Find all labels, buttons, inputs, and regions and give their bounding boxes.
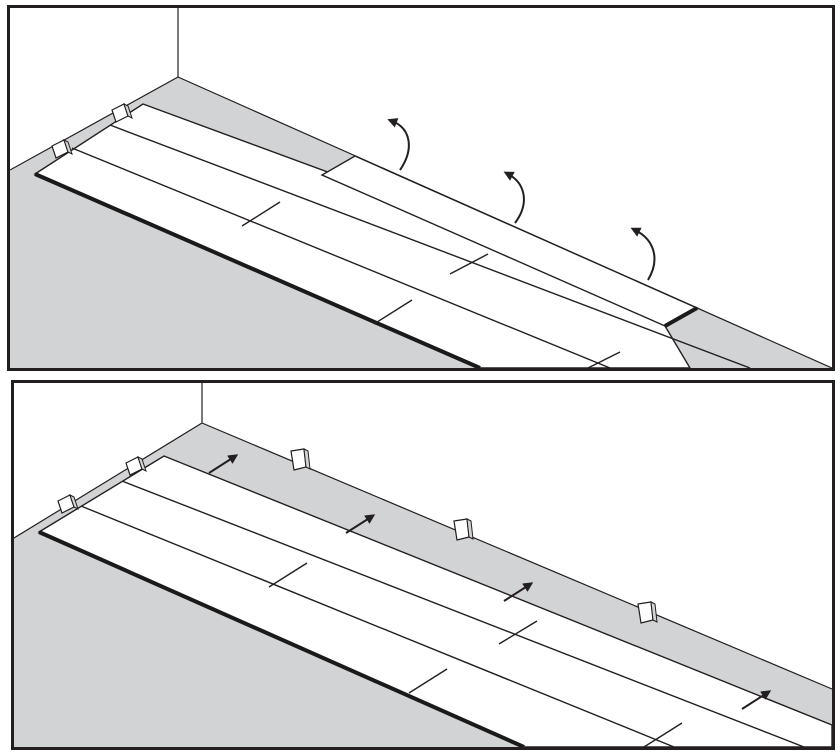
- plank-end-joint-4: [587, 351, 621, 368]
- top-panel-drawing: [10, 8, 832, 368]
- straight-arrow-icon: [503, 582, 534, 602]
- plank-row-seam-2: [121, 480, 805, 747]
- plank-row-seam-1: [80, 505, 675, 747]
- spacer-block: [125, 456, 147, 476]
- plank-end-joint-3: [449, 253, 489, 275]
- curved-arrow-icon: [387, 118, 410, 171]
- spacer-block: [57, 494, 79, 514]
- plank-end-joint-2: [373, 299, 413, 325]
- plank-front-edge: [38, 530, 525, 747]
- spacer-block: [51, 139, 73, 159]
- plank-front-edge: [34, 172, 481, 368]
- curved-arrow-icon: [630, 227, 656, 281]
- wall-floor-edge-left: [14, 422, 203, 539]
- spacer-block: [111, 103, 133, 123]
- plank-end-joint-3: [498, 620, 538, 645]
- plank-row-seam-2: [109, 124, 751, 368]
- straight-arrow-icon: [208, 454, 239, 474]
- bottom-panel-drawing: [14, 383, 832, 747]
- plank-end-joint-4: [643, 722, 683, 747]
- step-panel-top: [7, 5, 835, 371]
- plank-end-joint-1: [241, 201, 281, 227]
- straight-arrow-icon: [741, 690, 772, 710]
- spacer-block: [637, 601, 658, 624]
- lifted-row-thick-edge: [664, 306, 698, 328]
- straight-arrow-icon: [345, 514, 376, 534]
- plank-end-joint-1: [268, 562, 308, 588]
- curved-arrow-icon: [503, 171, 525, 224]
- spacer-block: [290, 448, 311, 471]
- wall-floor-edge-left: [10, 76, 179, 171]
- step-panel-bottom: [11, 380, 835, 750]
- spacer-block: [453, 518, 474, 541]
- plank-end-joint-2: [408, 668, 448, 694]
- plank-row-seam-1: [71, 147, 611, 368]
